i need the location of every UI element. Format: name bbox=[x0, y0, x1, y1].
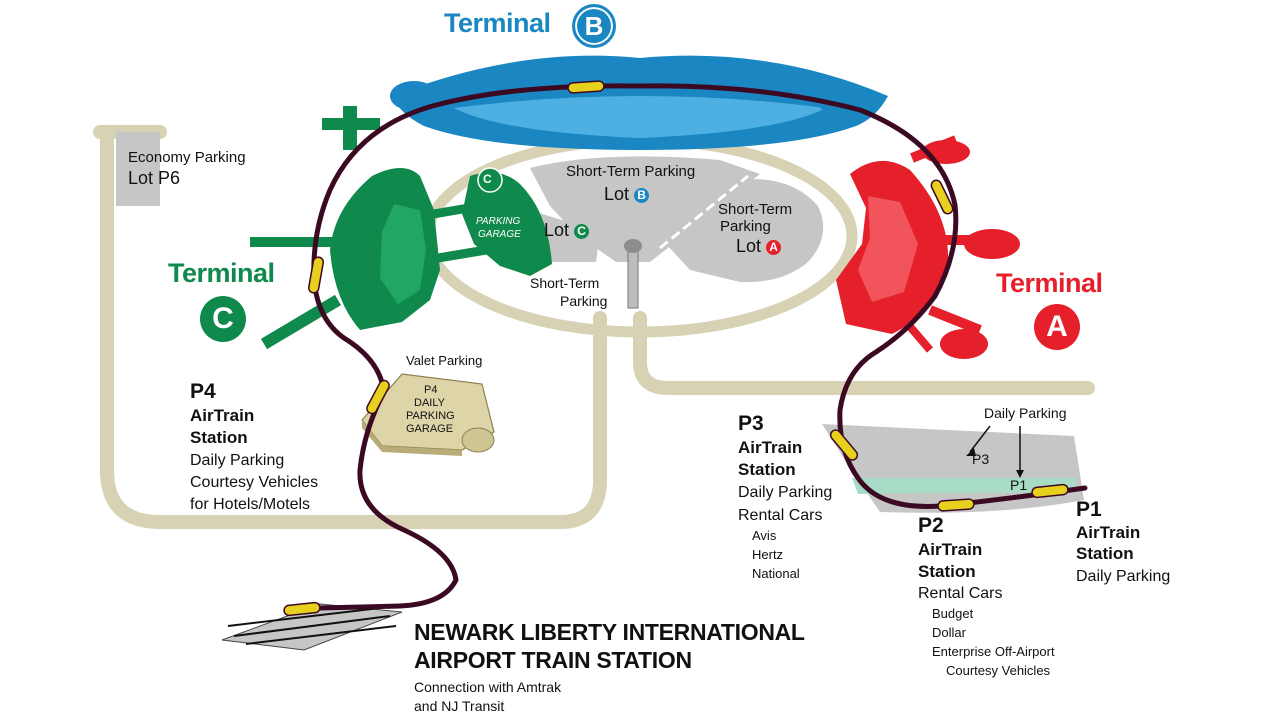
valet-parking-label: Valet Parking bbox=[406, 353, 483, 368]
p4-garage-building bbox=[361, 373, 495, 456]
lot-a-badge: A bbox=[766, 240, 782, 255]
p2-code: P2 bbox=[918, 514, 944, 537]
p4-garage-line2: DAILY bbox=[414, 397, 445, 409]
parking-garage-c-line1: PARKING bbox=[476, 216, 521, 227]
lot-c-text: Lot bbox=[544, 220, 570, 240]
train-station-sub2: and NJ Transit bbox=[414, 698, 505, 714]
p3-airtrain: AirTrain bbox=[738, 438, 803, 457]
lot-p3-label: P3 bbox=[972, 451, 990, 467]
train-station-title-line2: AIRPORT TRAIN STATION bbox=[414, 647, 692, 673]
p3-rental-3: National bbox=[752, 566, 800, 581]
p3-service-2: Rental Cars bbox=[738, 507, 823, 524]
lot-c-badge: C bbox=[574, 224, 590, 239]
train-station-sub1: Connection with Amtrak bbox=[414, 679, 562, 695]
p3-service-1: Daily Parking bbox=[738, 484, 833, 501]
lot-b-badge: B bbox=[634, 188, 650, 203]
terminal-b-label: Terminal bbox=[444, 8, 551, 38]
p2-service-1: Rental Cars bbox=[918, 585, 1003, 602]
p4-service-3: for Hotels/Motels bbox=[190, 496, 311, 513]
terminal-a-building bbox=[836, 135, 1020, 359]
p4-garage-line1: P4 bbox=[424, 384, 438, 396]
p3-rental-1: Avis bbox=[752, 528, 777, 543]
short-term-a-label: Short-Term bbox=[718, 201, 793, 218]
train-station-platforms bbox=[221, 603, 403, 651]
lot-p1-label: P1 bbox=[1010, 477, 1028, 493]
lot-a-text: Lot bbox=[736, 236, 762, 256]
lot-a-shape bbox=[668, 179, 824, 283]
p1-service-1: Daily Parking bbox=[1076, 568, 1171, 585]
parking-garage-c-line2: GARAGE bbox=[478, 229, 521, 240]
p2-extra: Courtesy Vehicles bbox=[946, 663, 1051, 678]
lot-a-label: Lot A bbox=[736, 236, 782, 256]
p3-code: P3 bbox=[738, 412, 764, 435]
short-term-b-label: Short-Term Parking bbox=[566, 163, 696, 180]
train-station-title-line1: NEWARK LIBERTY INTERNATIONAL bbox=[414, 619, 805, 645]
economy-lot-p6 bbox=[116, 132, 160, 206]
p1-airtrain: AirTrain bbox=[1076, 523, 1141, 542]
terminal-a-label: Terminal bbox=[996, 268, 1103, 298]
p1-code: P1 bbox=[1076, 498, 1102, 521]
road-east bbox=[633, 311, 1095, 395]
parking-garage-c-badge: C bbox=[483, 172, 492, 186]
terminal-b-badge: B bbox=[572, 4, 616, 48]
daily-lots-label: Daily Parking bbox=[984, 405, 1067, 421]
p2-station: Station bbox=[918, 562, 976, 581]
p3-rental-2: Hertz bbox=[752, 547, 784, 562]
economy-lot-label: Lot P6 bbox=[128, 168, 181, 188]
terminal-c-label: Terminal bbox=[168, 258, 275, 288]
lot-b-text: Lot bbox=[604, 184, 630, 204]
p2-rental-2: Dollar bbox=[932, 625, 966, 640]
lot-c-label: Lot C bbox=[544, 220, 590, 240]
p1-station: Station bbox=[1076, 544, 1134, 563]
economy-parking-label: Economy Parking bbox=[128, 149, 246, 166]
p4-service-2: Courtesy Vehicles bbox=[190, 474, 319, 491]
p2-rental-3: Enterprise Off-Airport bbox=[932, 644, 1055, 659]
short-term-a-parking-label: Parking bbox=[720, 218, 771, 235]
p3-station: Station bbox=[738, 460, 796, 479]
terminal-c-building bbox=[250, 106, 552, 350]
p2-airtrain: AirTrain bbox=[918, 540, 983, 559]
p4-garage-line4: GARAGE bbox=[406, 423, 454, 435]
p2-rental-1: Budget bbox=[932, 606, 974, 621]
p4-service-1: Daily Parking bbox=[190, 452, 285, 469]
terminal-a-badge: A bbox=[1034, 304, 1080, 350]
daily-parking-lots bbox=[822, 424, 1084, 513]
lot-b-label: Lot B bbox=[604, 184, 650, 204]
airtrain-cars bbox=[283, 80, 1069, 617]
short-term-c-parking-label: Parking bbox=[560, 293, 608, 309]
terminal-c-badge: C bbox=[200, 296, 246, 342]
p4-airtrain: AirTrain bbox=[190, 406, 255, 425]
p4-garage-line3: PARKING bbox=[406, 410, 455, 422]
control-tower bbox=[624, 239, 642, 309]
terminal-b-building bbox=[390, 55, 888, 151]
p4-code: P4 bbox=[190, 380, 216, 403]
short-term-c-label: Short-Term bbox=[530, 275, 600, 291]
p4-station: Station bbox=[190, 428, 248, 447]
